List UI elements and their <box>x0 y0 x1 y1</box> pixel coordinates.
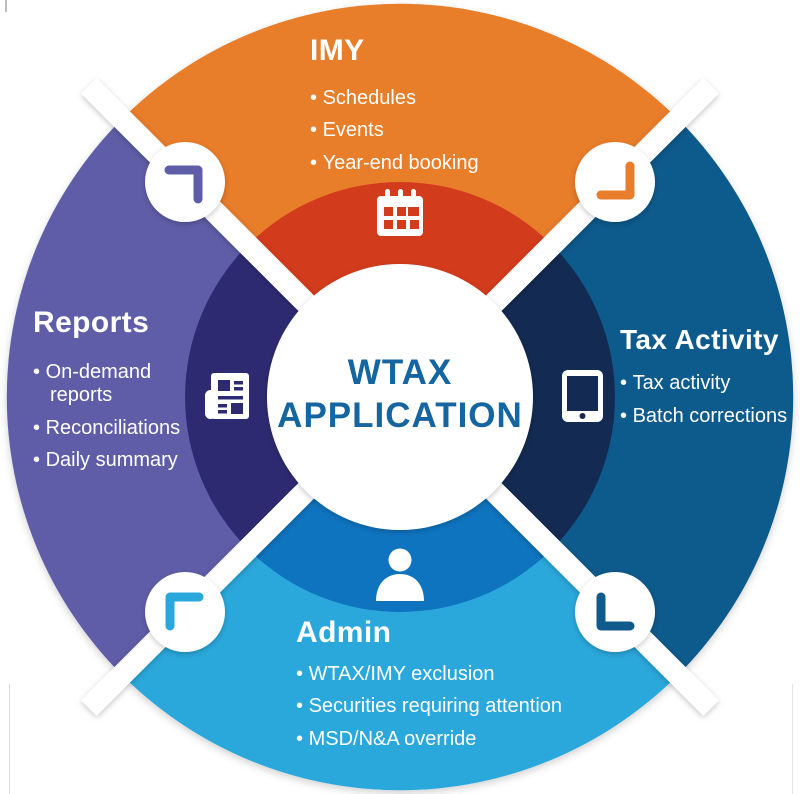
page-edge-artifact <box>5 0 7 12</box>
corner-bracket-icon <box>165 592 204 631</box>
connector-circle-top-right <box>575 142 655 222</box>
quadrant-heading-reports: Reports <box>33 306 150 339</box>
center-title-line2: APPLICATION <box>277 395 523 435</box>
list-item: Schedules <box>310 87 560 111</box>
quadrant-text-reports: Reports On-demand reports Reconciliation… <box>33 306 198 482</box>
corner-bracket-icon <box>596 161 635 200</box>
list-item: Batch corrections <box>620 405 800 429</box>
quadrant-list-reports: On-demand reports Reconciliations Daily … <box>33 361 189 473</box>
quadrant-heading-tax-activity: Tax Activity <box>620 324 779 355</box>
connector-circle-bottom-left <box>145 572 225 652</box>
page-edge-artifact <box>9 684 10 794</box>
list-item: MSD/N&A override <box>296 728 636 752</box>
connector-circles <box>145 142 655 652</box>
quadrant-text-tax-activity: Tax Activity Tax activity Batch correcti… <box>620 324 800 437</box>
quadrant-list-admin: WTAX/IMY exclusion Securities requiring … <box>296 663 636 752</box>
quadrant-text-admin: Admin WTAX/IMY exclusion Securities requ… <box>296 616 636 760</box>
list-item: Events <box>310 119 560 143</box>
quadrant-heading-admin: Admin <box>296 616 392 649</box>
corner-bracket-icon <box>596 592 635 631</box>
corner-bracket-icon <box>164 165 203 204</box>
center-title: WTAX APPLICATION <box>250 352 550 437</box>
quadrant-text-imy: IMY Schedules Events Year-end booking <box>310 34 560 184</box>
list-item: Tax activity <box>620 372 800 396</box>
newspaper-icon <box>205 373 249 419</box>
connector-glyphs <box>164 161 635 631</box>
person-icon <box>376 548 424 601</box>
tablet-icon <box>562 370 603 422</box>
list-item: Securities requiring attention <box>296 695 636 719</box>
calendar-icon <box>377 189 423 236</box>
connector-circle-top-left <box>145 142 225 222</box>
list-item: Year-end booking <box>310 152 560 176</box>
list-item: On-demand reports <box>33 361 189 408</box>
quadrant-list-imy: Schedules Events Year-end booking <box>310 87 560 176</box>
quadrant-heading-imy: IMY <box>310 34 365 67</box>
page-edge-artifact <box>792 684 793 794</box>
center-title-line1: WTAX <box>347 353 453 392</box>
list-item: WTAX/IMY exclusion <box>296 663 636 687</box>
list-item: Daily summary <box>33 449 189 473</box>
connector-circle-bottom-right <box>575 572 655 652</box>
quadrant-list-tax-activity: Tax activity Batch corrections <box>620 372 800 428</box>
center-hub-circle <box>267 264 533 530</box>
list-item: Reconciliations <box>33 417 189 441</box>
